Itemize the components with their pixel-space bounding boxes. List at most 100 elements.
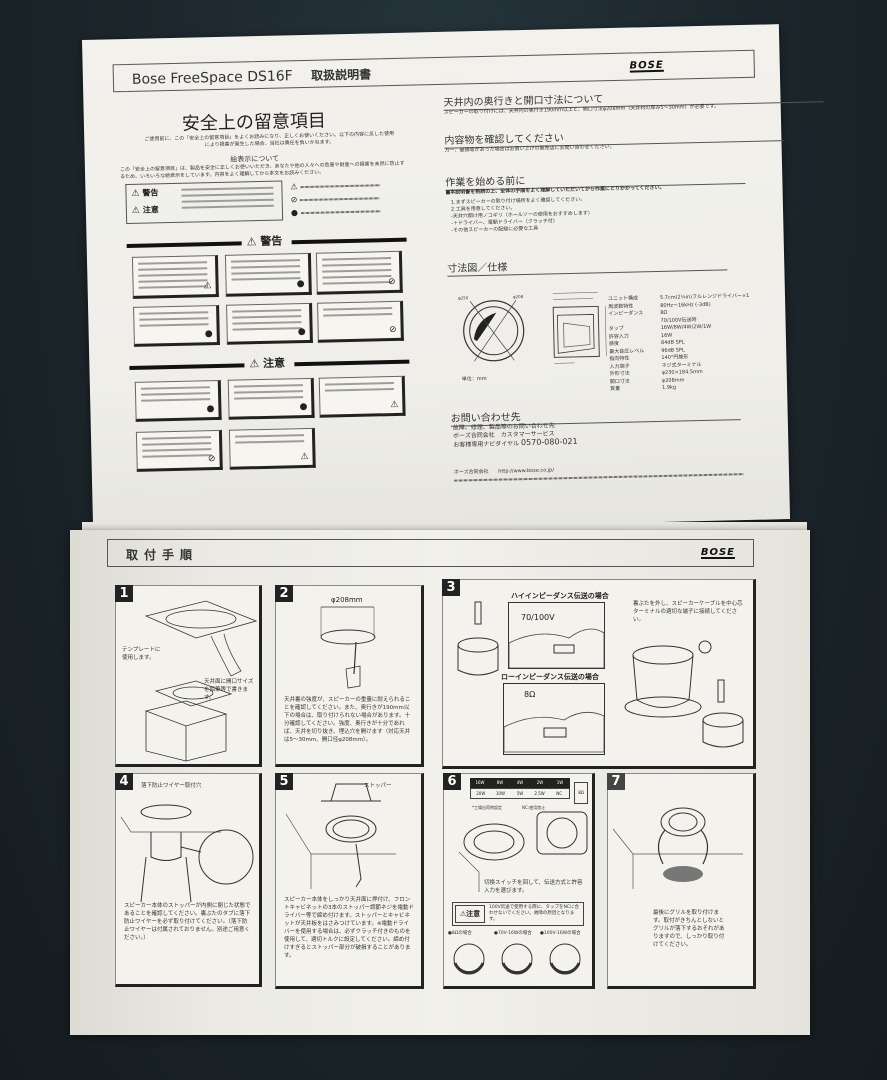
step-2-illustration: [320, 606, 376, 689]
step-5-text: スピーカー本体をしっかり天井面に押付け、フロントキャビネットの3本のストッパー調…: [284, 897, 415, 959]
step-1-label-mark: 天井面に開口サイズを鉛筆等で書きます。: [204, 679, 254, 701]
front-view-drawing: φ250 φ208: [458, 294, 525, 362]
low-impedance-inset: 8Ω: [503, 683, 605, 755]
step-number: 2: [275, 585, 293, 602]
warning-box: ●: [226, 302, 313, 345]
caution-box: ⚠: [318, 375, 406, 418]
bose-logo: BOSE: [700, 547, 735, 559]
dial-label-70v: ●70V-16Wの場合: [494, 931, 532, 936]
svg-text:φ208: φ208: [513, 294, 524, 299]
warning-box: ●: [224, 252, 312, 297]
mandatory-action-icon: ●: [299, 401, 308, 413]
low-impedance-label: ローインピーダンス伝送の場合: [501, 673, 599, 681]
step-6-text: 切換スイッチを回して、伝送方式と許容入力を選びます。: [484, 880, 583, 894]
phone-number: 0570-080-021: [520, 436, 578, 448]
tap-row-top: 16W 8W 4W 2W 1W: [470, 778, 570, 788]
step-7-illustration: [612, 807, 743, 889]
tap-8ohm: 8Ω: [574, 782, 588, 804]
caution-box: ⚠: [228, 427, 316, 470]
prohibited-circle-icon: ⊘: [389, 324, 397, 336]
caution-legend-label: 注意: [142, 205, 159, 215]
step-number: 4: [115, 773, 133, 790]
step-6-panel: 6 16W 8W 4W 2W 1W 20W 10W 5W 2.5W NC 8Ω …: [443, 773, 595, 989]
tap-table: 16W 8W 4W 2W 1W 20W 10W 5W 2.5W NC: [470, 778, 570, 799]
caution-label: ⚠注意: [455, 905, 485, 923]
step-5-panel: 5 ストッパー スピーカー本体をしっかり天井面に押付け、フロントキャビネットの3…: [275, 773, 424, 989]
step-number: 3: [442, 579, 460, 596]
caution-text: 100V伝送で使用する際に、タップをNCに合わせないでください。故障の原因となり…: [489, 905, 580, 922]
step-2-text: 天井裏の強度が、スピーカーの重量に耐えられることを確認してください。また、奥行き…: [284, 697, 411, 743]
manual-page-installation: 取付手順 BOSE 1 テンプレートに使用します。 天井面に開口サイズを鉛筆等で…: [70, 530, 810, 1035]
section-heading-before-work: 作業を始める前に: [445, 172, 525, 189]
tap-row-bottom: 20W 10W 5W 2.5W NC: [470, 788, 570, 799]
mandatory-action-icon: ●: [206, 404, 215, 415]
caution-triangle-icon: ⚠: [203, 281, 212, 292]
wire-hole-label: 落下防止ワイヤー取付穴: [141, 783, 202, 789]
diagram-unit: 単位：mm: [461, 375, 487, 383]
divider: [294, 359, 410, 367]
mandatory-action-icon: ●: [291, 204, 401, 219]
section-heading-contact: お問い合わせ先: [450, 408, 521, 425]
product-name: Bose FreeSpace DS16F: [131, 68, 293, 88]
dial-label-100v: ●100V-16Wの場合: [540, 931, 581, 936]
step-5-illustration: [285, 783, 396, 889]
footer-company: ボーズ合同会社 http://www.bose.co.jp/: [453, 467, 555, 476]
step-3-panel: 3 ハイインピーダンス伝送の場合 70/100V ローインピーダンス伝送の場合 …: [442, 579, 756, 769]
warning-triangle-icon: ⚠: [131, 205, 141, 216]
dial-settings: [453, 943, 581, 975]
document-header: Bose FreeSpace DS16F 取扱説明書 BOSE: [112, 49, 756, 93]
ohm-label: 8Ω: [524, 690, 536, 699]
step-6-illustration: [458, 811, 588, 892]
step-2-panel: 2 φ208mm 天井裏の強度が、スピーカーの重量に耐えられることを確認してくだ…: [275, 585, 424, 767]
divider: [291, 237, 407, 245]
tools-list: 1.まずスピーカーの取り付け場所をよく確認してください。 2.工具を用意してくだ…: [451, 193, 742, 235]
caution-box: ●: [227, 377, 315, 420]
step-7-text: 最後にグリルを取り付けます。取付がきちんとしないとグリルが落下するおそれがありま…: [653, 910, 725, 948]
speaker-left-icon: [457, 601, 499, 676]
high-impedance-inset: 70/100V: [508, 602, 605, 669]
section-heading-dimensions: 寸法図／仕様: [447, 258, 507, 274]
bose-logo: BOSE: [629, 59, 664, 73]
step-3-text: 裏ぶたを外し、スピーカーケーブルを中心芯ターミナルの適切な端子に接続してください…: [633, 601, 743, 623]
factory-note: *工場出荷時設定: [472, 805, 502, 810]
signal-word-legend: ⚠ 警告 ⚠ 注意: [125, 180, 284, 225]
installation-header: 取付手順 BOSE: [107, 539, 754, 567]
warning-box: ⊘: [315, 250, 403, 295]
mandatory-action-icon: ●: [296, 279, 305, 290]
warning-box: ●: [133, 304, 220, 347]
contact-info: 故障、修理、製品等のお問い合わせ先 ボーズ合同会社 カスタマーサービス お客様専…: [453, 422, 578, 450]
step-4-illustration: [120, 804, 254, 903]
step-number: 5: [275, 773, 293, 790]
dimension-label: φ208mm: [331, 596, 363, 604]
step-1-panel: 1 テンプレートに使用します。 天井面に開口サイズを鉛筆等で書きます。: [115, 585, 262, 767]
warning-box: ⚠: [131, 254, 219, 299]
warning-legend-label: 警告: [142, 188, 159, 198]
contact-line: お客様専用ナビダイヤル: [453, 440, 520, 449]
caution-triangle-icon: ⚠: [300, 451, 309, 463]
high-impedance-label: ハイインピーダンス伝送の場合: [511, 592, 609, 600]
nc-note: NC:使用禁止: [522, 805, 546, 810]
installation-title: 取付手順: [126, 548, 199, 562]
mandatory-action-icon: ●: [204, 329, 213, 340]
divider: [126, 241, 242, 249]
product-title: Bose FreeSpace DS16F 取扱説明書: [132, 65, 372, 87]
step-number: 7: [607, 773, 625, 790]
prohibited-circle-icon: ⊘: [387, 276, 396, 288]
caution-triangle-icon: ⚠: [390, 399, 399, 411]
step-7-panel: 7 最後にグリルを取り付けます。取付がきちんとしないとグリルが落下するおそれがあ…: [607, 773, 756, 989]
section-heading-contents: 内容物を確認してください: [444, 129, 564, 147]
prohibited-circle-icon: ⊘: [207, 454, 216, 465]
side-view-drawing: [552, 292, 607, 364]
dial-label-8ohm: ●8Ωの場合: [448, 931, 472, 936]
step-1-label-template: テンプレートに使用します。: [122, 647, 161, 661]
warning-legend-row: ⚠ 警告: [131, 187, 158, 199]
document-type: 取扱説明書: [311, 67, 372, 83]
step-number: 6: [443, 773, 461, 790]
warning-heading: ⚠ 警告: [246, 234, 283, 249]
divider: [129, 363, 245, 371]
step-1-illustration: [144, 600, 258, 762]
footer-url: http://www.bose.co.jp/: [498, 467, 555, 475]
speaker-right-icon: [702, 679, 744, 748]
symbol-legend: ⚠ ⊘ ●: [290, 178, 401, 219]
